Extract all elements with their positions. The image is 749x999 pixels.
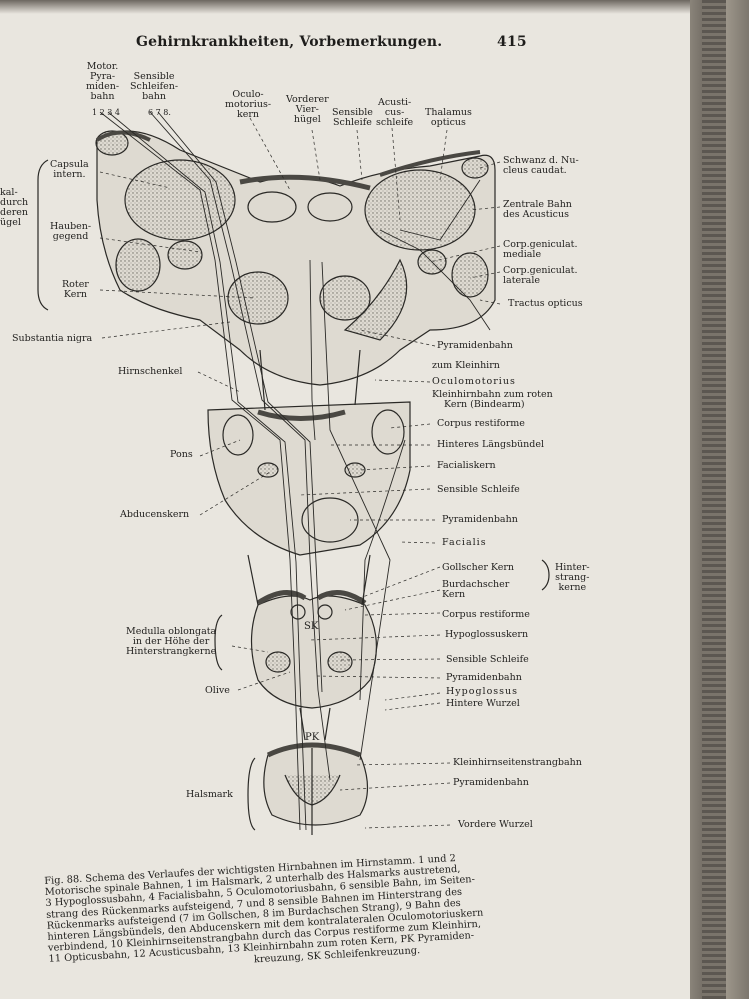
label-tractus-opticus: Tractus opticus bbox=[508, 298, 583, 309]
label-oculomotorius: Oculomotorius bbox=[432, 376, 516, 387]
label-corp-geniculat-laterale: Corp.geniculat.laterale bbox=[503, 265, 578, 286]
label-hintere-wurzel: Hintere Wurzel bbox=[446, 698, 520, 709]
mark-sk-medulla: SK bbox=[304, 621, 319, 632]
pons-outline bbox=[207, 401, 411, 556]
label-hinteres-laengsbuendel: Hinteres Längsbündel bbox=[437, 439, 545, 450]
label-pyramidenbahn-1: Pyramidenbahn bbox=[437, 340, 513, 351]
label-olive: Olive bbox=[205, 685, 230, 696]
label-pons: Pons bbox=[170, 449, 193, 460]
label-hypoglossus: Hypoglossus bbox=[446, 686, 519, 697]
label-zum-kleinhirn: zum Kleinhirn bbox=[432, 360, 500, 371]
book-cover-cloth bbox=[702, 0, 726, 999]
page-number: 415 bbox=[497, 34, 527, 50]
mark-pk: PK bbox=[305, 732, 320, 743]
label-acusticusschleife: Acusti-cus-schleife bbox=[376, 97, 414, 128]
label-oculomotoriuskern: Oculo-motorius-kern bbox=[225, 89, 272, 120]
label-facialiskern: Facialiskern bbox=[437, 460, 496, 471]
running-header: Gehirnkrankheiten, Vorbemerkungen. bbox=[136, 34, 443, 50]
roter-kern-right bbox=[319, 275, 371, 321]
label-pyramidenbahn-3: Pyramidenbahn bbox=[446, 672, 522, 683]
label-sensible-schleife-2: Sensible Schleife bbox=[446, 654, 529, 665]
label-sensible-schleife-1: Sensible Schleife bbox=[437, 484, 520, 495]
label-corp-geniculat-mediale: Corp.geniculat.mediale bbox=[503, 239, 578, 260]
label-motor-pyramidenbahn: Motor.Pyra-miden-bahn bbox=[86, 61, 120, 102]
capsula-stippled bbox=[124, 159, 236, 241]
label-sensible-numbers: 6 7 8. bbox=[148, 108, 171, 117]
medulla-outline bbox=[250, 595, 378, 709]
label-motor-numbers: 1 2 3 4 bbox=[92, 108, 120, 117]
label-kleinhirnseitenstrangbahn: Kleinhirnseitenstrangbahn bbox=[453, 757, 582, 768]
label-haubengegend: Hauben-gegend bbox=[50, 221, 92, 242]
label-halsmark: Halsmark bbox=[186, 789, 233, 800]
thalamus-stippled bbox=[364, 169, 476, 251]
label-hypoglossuskern: Hypoglossuskern bbox=[445, 629, 529, 640]
label-hinterstrangkerne: Hinter-strang-kerne bbox=[555, 562, 590, 593]
roter-kern-left bbox=[227, 271, 289, 325]
label-golls-kern: Gollscher Kern bbox=[442, 562, 515, 573]
label-substantia-nigra: Substantia nigra bbox=[12, 333, 93, 344]
label-facialis: Facialis bbox=[442, 537, 487, 548]
page-top-shadow bbox=[0, 0, 749, 14]
label-hirnschenkel: Hirnschenkel bbox=[118, 366, 183, 377]
label-corpus-restiforme-1: Corpus restiforme bbox=[437, 418, 525, 429]
label-schwanz-nucleus: Schwanz d. Nu-cleus caudat. bbox=[503, 155, 579, 176]
label-pyramidenbahn-4: Pyramidenbahn bbox=[453, 777, 529, 788]
label-corpus-restiforme-2: Corpus restiforme bbox=[442, 609, 530, 620]
label-abducenskern: Abducenskern bbox=[120, 509, 190, 520]
label-vordere-wurzel: Vordere Wurzel bbox=[458, 819, 533, 830]
label-pyramidenbahn-2: Pyramidenbahn bbox=[442, 514, 518, 525]
